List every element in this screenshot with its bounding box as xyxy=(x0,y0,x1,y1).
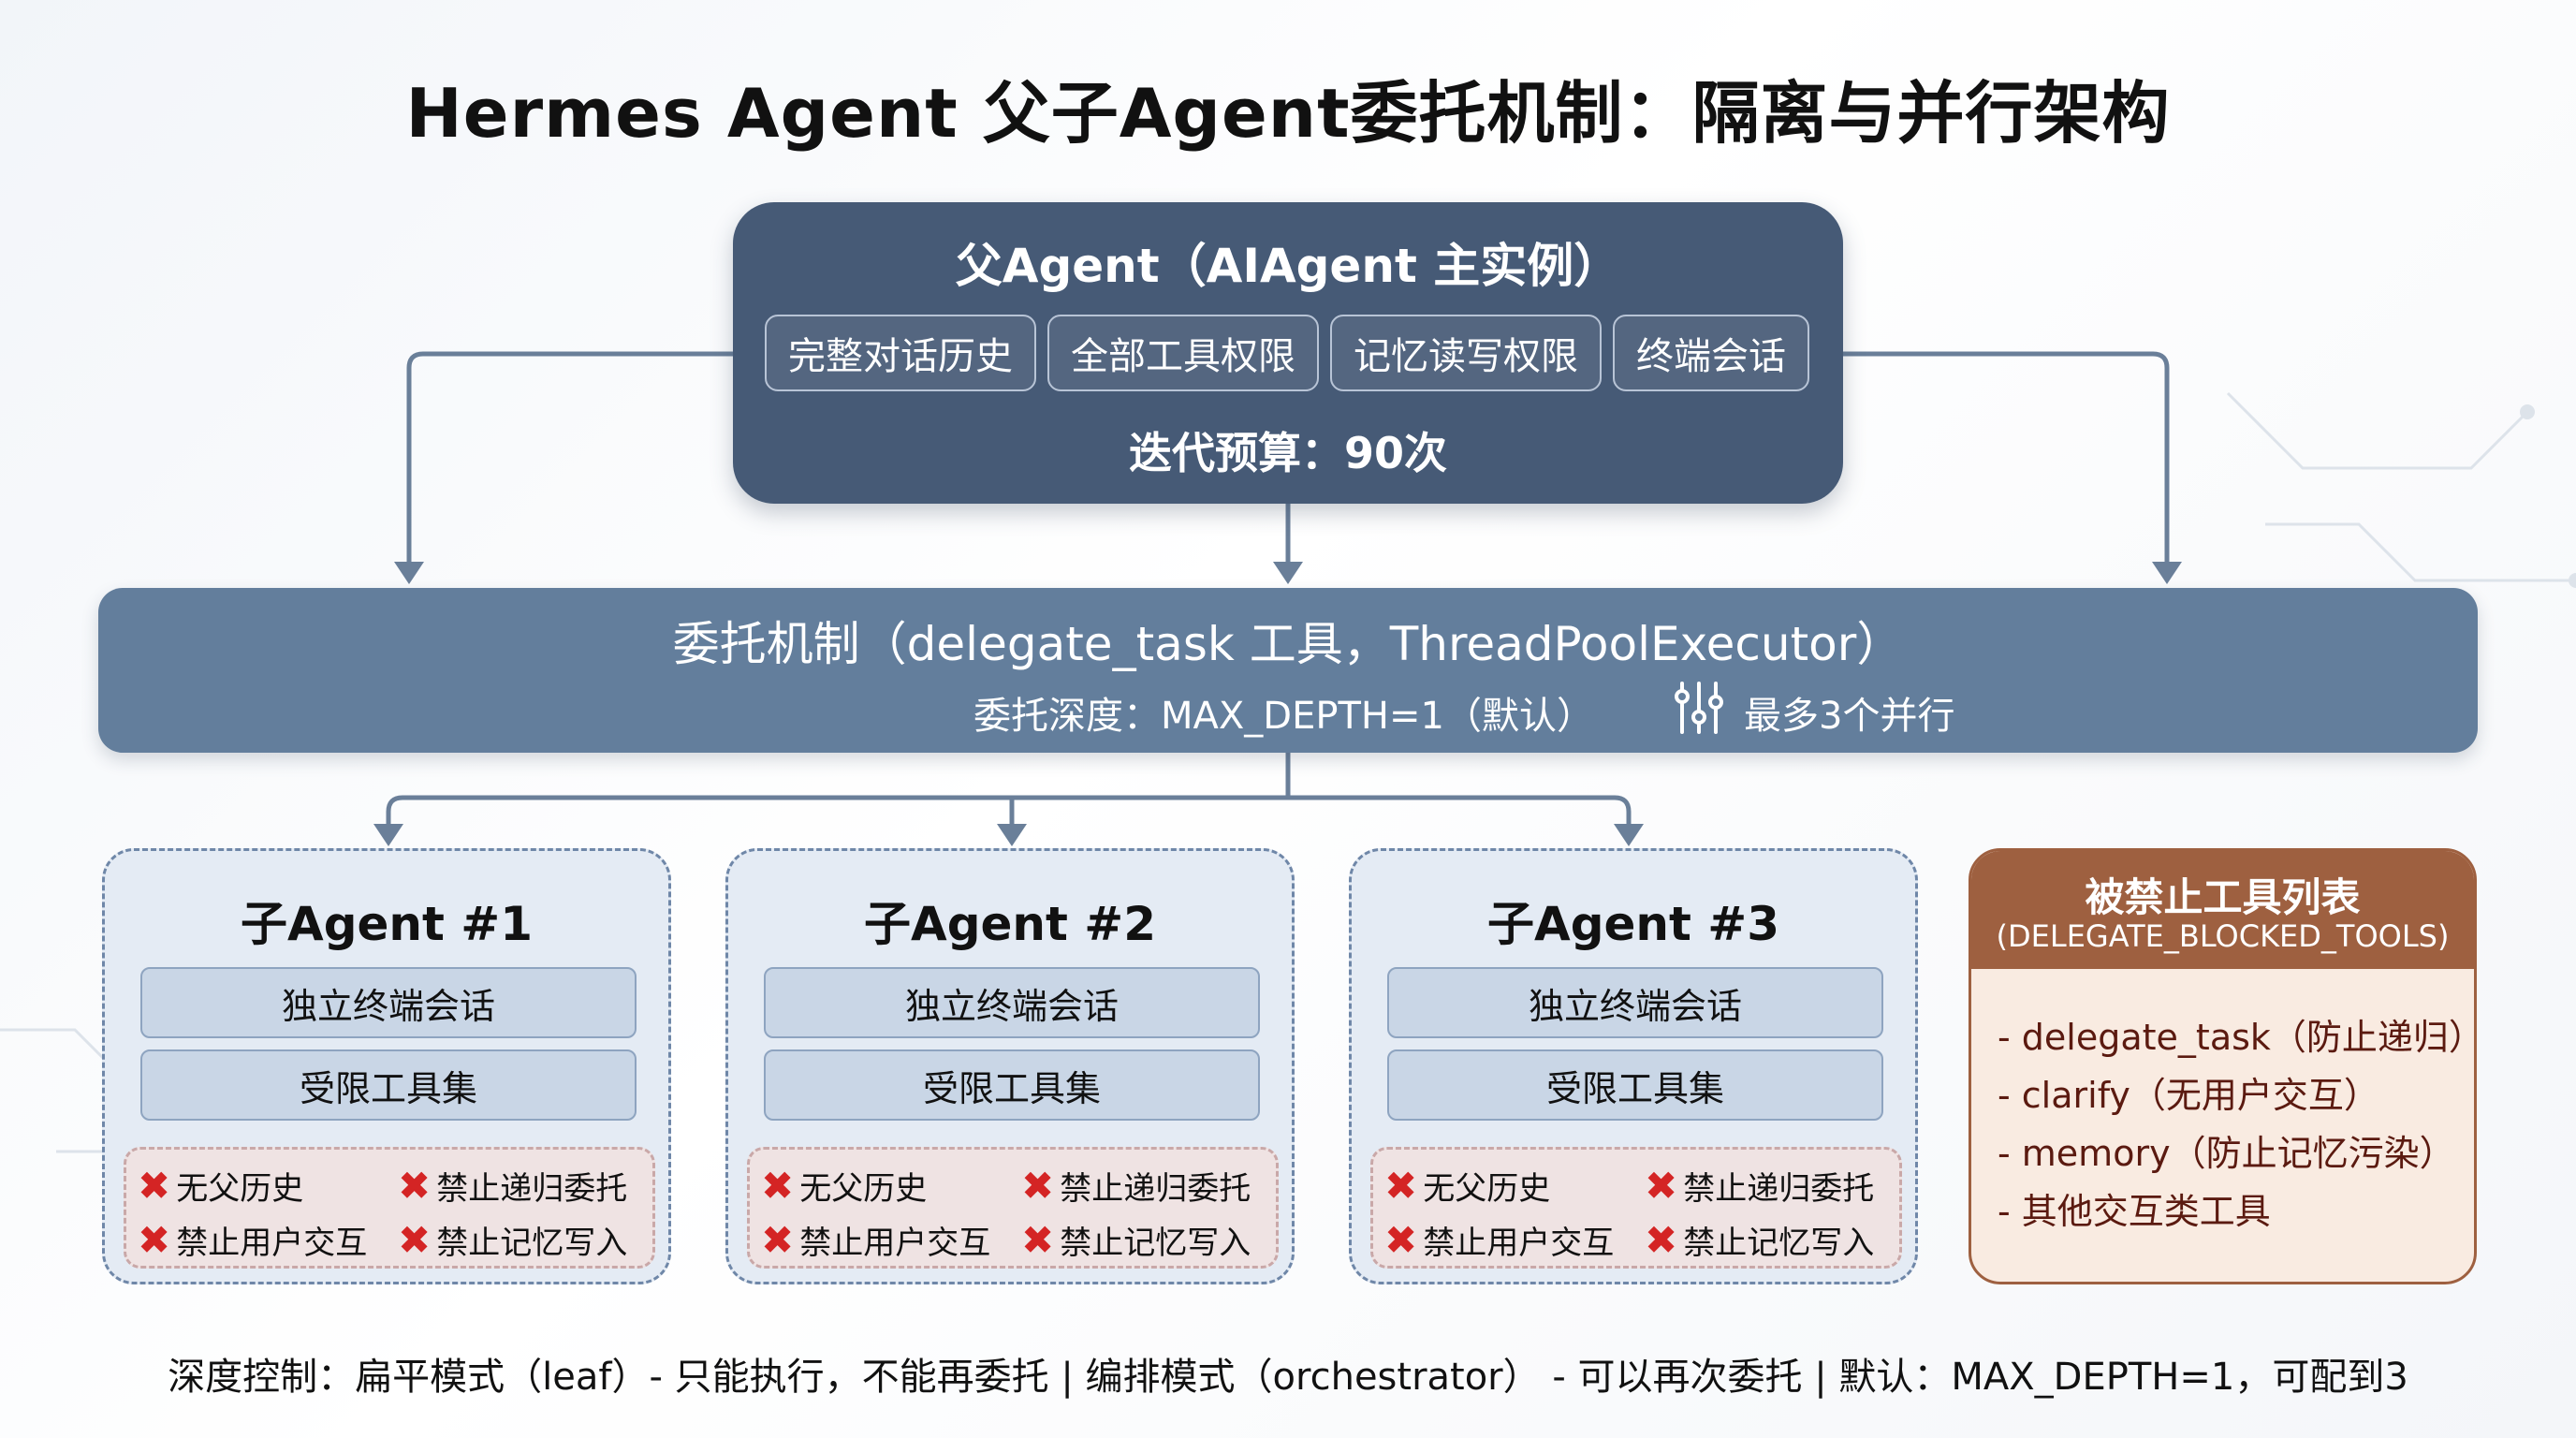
child-row-terminal: 独立终端会话 xyxy=(140,967,637,1038)
restriction-item: ✖无父历史 xyxy=(138,1162,304,1209)
parent-agent-box: 父Agent（AIAgent 主实例） 完整对话历史 全部工具权限 记忆读写权限… xyxy=(733,202,1843,504)
cross-icon: ✖ xyxy=(138,1216,171,1263)
arrow-parent-right xyxy=(1843,351,2170,566)
sliders-icon xyxy=(1675,682,1723,734)
parent-chip-memory: 记忆读写权限 xyxy=(1330,315,1602,391)
parent-chip-terminal: 终端会话 xyxy=(1613,315,1809,391)
cross-icon: ✖ xyxy=(1021,1162,1055,1209)
child-agent-title: 子Agent #1 xyxy=(241,897,533,951)
child-agent-card-1: 子Agent #1 独立终端会话 受限工具集 ✖无父历史 ✖禁止递归委托 ✖禁止… xyxy=(102,848,671,1284)
restriction-item: ✖无父历史 xyxy=(1384,1162,1551,1209)
blocked-tools-panel: 被禁止工具列表 (DELEGATE_BLOCKED_TOOLS) - deleg… xyxy=(1969,848,2477,1284)
restriction-item: ✖禁止递归委托 xyxy=(1645,1162,1875,1209)
cross-icon: ✖ xyxy=(761,1216,795,1263)
blocked-tool-item: - delegate_task（防止递归） xyxy=(1998,1017,2477,1058)
cross-icon: ✖ xyxy=(1021,1216,1055,1263)
blocked-tools-title: 被禁止工具列表 xyxy=(2085,874,2361,920)
arrow-to-child-3 xyxy=(1288,795,1632,828)
child-row-toolset: 受限工具集 xyxy=(1387,1049,1883,1121)
page-title: Hermes Agent 父子Agent委托机制：隔离与并行架构 xyxy=(405,74,2171,153)
restriction-item: ✖禁止用户交互 xyxy=(761,1216,991,1263)
child-agent-title: 子Agent #2 xyxy=(864,897,1156,951)
cross-icon: ✖ xyxy=(1645,1216,1678,1263)
parent-iteration-budget: 迭代预算：90次 xyxy=(1128,428,1447,478)
child-agent-card-2: 子Agent #2 独立终端会话 受限工具集 ✖无父历史 ✖禁止递归委托 ✖禁止… xyxy=(725,848,1295,1284)
child-row-toolset: 受限工具集 xyxy=(764,1049,1260,1121)
restriction-item: ✖禁止用户交互 xyxy=(1384,1216,1615,1263)
parent-chip-history: 完整对话历史 xyxy=(765,315,1036,391)
cross-icon: ✖ xyxy=(1384,1216,1418,1263)
restriction-item: ✖无父历史 xyxy=(761,1162,928,1209)
cross-icon: ✖ xyxy=(138,1162,171,1209)
arrow-parent-left xyxy=(406,351,733,566)
child-agent-title: 子Agent #3 xyxy=(1487,897,1779,951)
child-restrictions: ✖无父历史 ✖禁止递归委托 ✖禁止用户交互 ✖禁止记忆写入 xyxy=(747,1147,1279,1269)
blocked-tool-item: - clarify（无用户交互） xyxy=(1998,1075,2379,1116)
parent-agent-title: 父Agent（AIAgent 主实例） xyxy=(955,239,1621,293)
delegation-title: 委托机制（delegate_task 工具，ThreadPoolExecutor… xyxy=(672,617,1904,671)
delegation-parallel-limit: 最多3个并行 xyxy=(1744,695,1955,738)
blocked-tools-subtitle: (DELEGATE_BLOCKED_TOOLS) xyxy=(1996,918,2450,954)
restriction-item: ✖禁止记忆写入 xyxy=(1645,1216,1875,1263)
depth-control-footer: 深度控制：扁平模式（leaf）- 只能执行，不能再委托 | 编排模式（orche… xyxy=(168,1356,2408,1399)
delegation-mechanism-bar: 委托机制（delegate_task 工具，ThreadPoolExecutor… xyxy=(98,588,2478,753)
child-row-terminal: 独立终端会话 xyxy=(1387,967,1883,1038)
child-agent-card-3: 子Agent #3 独立终端会话 受限工具集 ✖无父历史 ✖禁止递归委托 ✖禁止… xyxy=(1349,848,1918,1284)
arrow-to-child-1 xyxy=(386,753,1291,828)
child-row-toolset: 受限工具集 xyxy=(140,1049,637,1121)
blocked-tool-item: - 其他交互类工具 xyxy=(1998,1191,2271,1232)
cross-icon: ✖ xyxy=(761,1162,795,1209)
cross-icon: ✖ xyxy=(398,1216,432,1263)
restriction-item: ✖禁止递归委托 xyxy=(398,1162,628,1209)
restriction-item: ✖禁止记忆写入 xyxy=(398,1216,628,1263)
restriction-item: ✖禁止用户交互 xyxy=(138,1216,368,1263)
cross-icon: ✖ xyxy=(1645,1162,1678,1209)
cross-icon: ✖ xyxy=(1384,1162,1418,1209)
child-restrictions: ✖无父历史 ✖禁止递归委托 ✖禁止用户交互 ✖禁止记忆写入 xyxy=(1370,1147,1902,1269)
parent-chip-tools: 全部工具权限 xyxy=(1047,315,1319,391)
cross-icon: ✖ xyxy=(398,1162,432,1209)
blocked-tool-item: - memory（防止记忆污染） xyxy=(1998,1133,2455,1174)
child-restrictions: ✖无父历史 ✖禁止递归委托 ✖禁止用户交互 ✖禁止记忆写入 xyxy=(124,1147,655,1269)
blocked-tools-header: 被禁止工具列表 (DELEGATE_BLOCKED_TOOLS) xyxy=(1971,851,2474,969)
restriction-item: ✖禁止记忆写入 xyxy=(1021,1216,1251,1263)
delegation-depth: 委托深度：MAX_DEPTH=1（默认） xyxy=(973,695,1594,738)
restriction-item: ✖禁止递归委托 xyxy=(1021,1162,1251,1209)
child-row-terminal: 独立终端会话 xyxy=(764,967,1260,1038)
